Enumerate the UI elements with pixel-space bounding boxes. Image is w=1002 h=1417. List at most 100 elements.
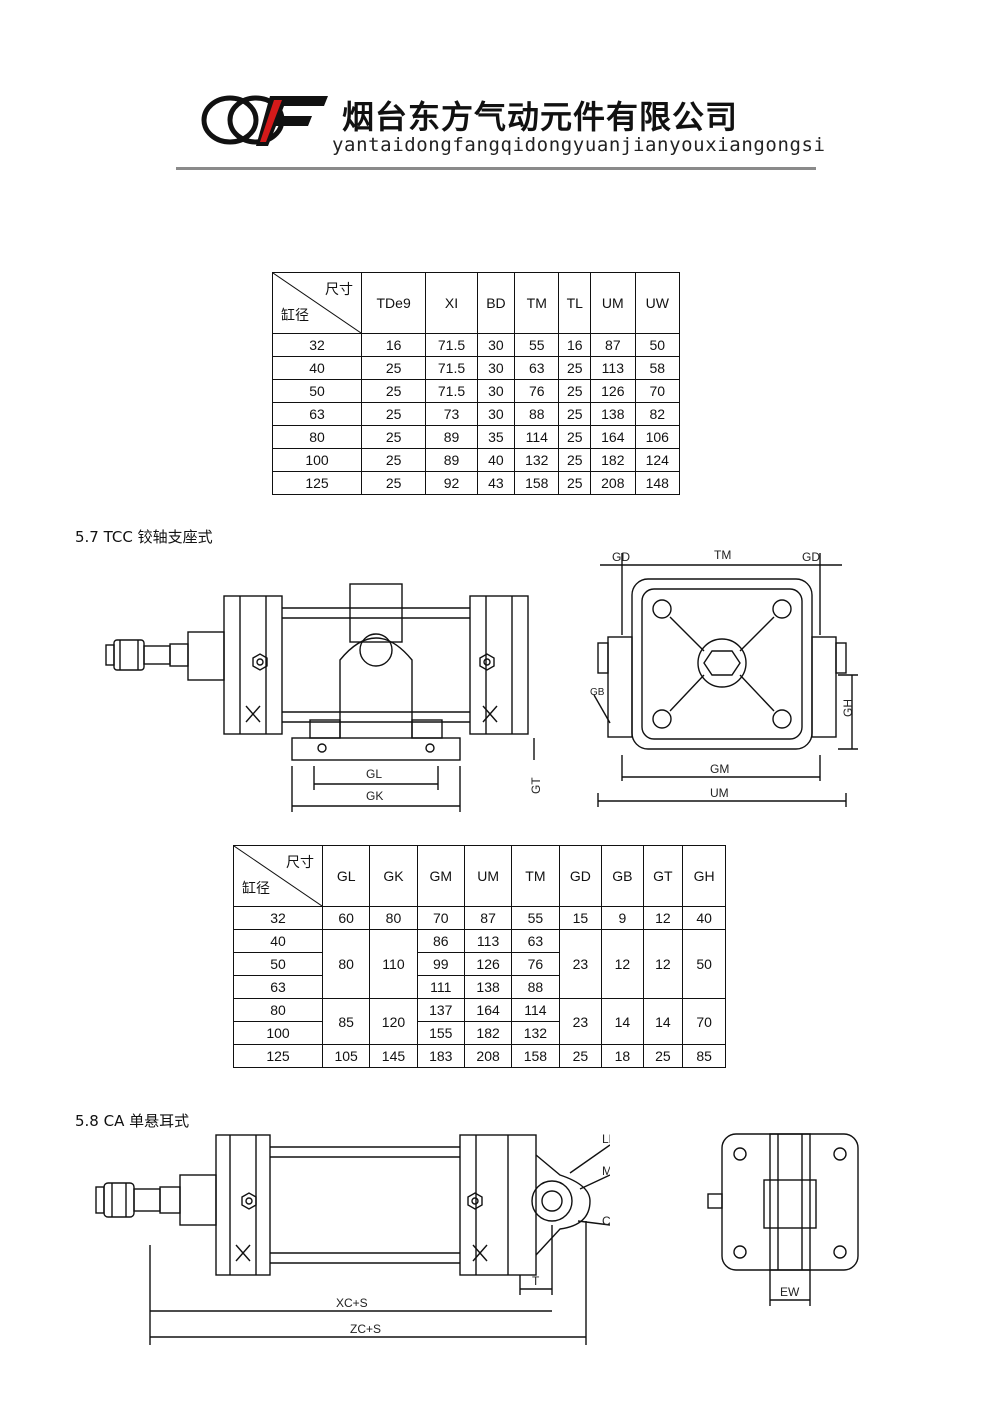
tcc-side-view-drawing: GL GK GT [105,583,543,812]
table2-cell: 105 [321,1044,371,1068]
table1-cell: 124 [634,448,681,472]
table2-cell: 99 [416,952,465,976]
table1-col-header: XI [425,272,478,334]
table1-cell: 25 [558,379,592,403]
table2-cell: 85 [682,1044,726,1068]
table2-bore: 100 [233,1021,323,1045]
table1-cell: 208 [590,471,636,495]
ca-front-view-drawing: EW [707,1133,859,1306]
dim-label-cd: CD [602,1214,610,1228]
table1-cell: 182 [590,448,636,472]
table2-col-header: GT [642,845,684,907]
dim-label-mr: MR [602,1164,610,1178]
table1-cell: 16 [558,333,592,357]
table1-cell: 87 [590,333,636,357]
table2-col-header: GK [369,845,418,907]
table1-cell: 25 [360,425,427,449]
table2-col-header: UM [463,845,513,907]
table1-cell: 43 [476,471,516,495]
table1-col-header: TM [514,272,560,334]
table2-cell: 138 [463,975,513,999]
table2-cell: 18 [601,1044,644,1068]
table2-cell: 110 [369,929,418,999]
dim-label-um: UM [710,786,729,800]
table1-cell: 70 [634,379,681,403]
table1-corner-bottom: 缸径 [281,308,309,324]
table1-cell: 25 [558,402,592,426]
table1-cell: 71.5 [425,333,478,357]
table1-bore: 80 [272,425,362,449]
table1-cell: 25 [558,471,592,495]
table1-cell: 30 [476,379,516,403]
table2-cell: 80 [369,906,418,930]
table2-cell: 14 [642,998,684,1045]
tcc-front-view-drawing: GD TM GD GB GH GM UM [590,548,858,807]
table2-cell: 12 [601,929,644,999]
table2-cell: 55 [511,906,560,930]
table1-cell: 89 [425,425,478,449]
table1-cell: 158 [514,471,560,495]
section-5-8-title: 5.8 CA 单悬耳式 [75,1112,190,1130]
dim-label-gd-left: GD [612,550,630,564]
table2-bore: 125 [233,1044,323,1068]
table1-cell: 138 [590,402,636,426]
table1-cell: 71.5 [425,379,478,403]
table1-cell: 126 [590,379,636,403]
table2-col-header: GD [558,845,603,907]
dim-label-xcs: XC+S [336,1296,368,1310]
dimension-table-2: 尺寸 缸径 GL GK GM UM TM GD GB GT GH 32 60 8… [233,845,726,1068]
table2-cell: 70 [682,998,726,1045]
table2-cell: 60 [321,906,371,930]
dim-label-t: T [532,1274,540,1288]
table1-cell: 71.5 [425,356,478,380]
diagonal-line [273,273,361,333]
table2-bore: 40 [233,929,323,953]
table2-cell: 164 [463,998,513,1022]
dim-label-gt: GT [529,777,543,794]
table2-cell: 40 [682,906,726,930]
table2-cell: 70 [416,906,465,930]
dim-label-lr: LR [602,1132,610,1146]
table1-bore: 50 [272,379,362,403]
table1-bore: 32 [272,333,362,357]
table2-corner-top: 尺寸 [286,855,314,871]
table2-cell: 9 [601,906,644,930]
table2-cell: 80 [321,929,371,999]
table2-cell: 12 [642,929,684,999]
dim-label-gm: GM [710,762,729,776]
diagonal-line [234,846,322,906]
table2-col-header: GH [682,845,726,907]
table2-cell: 23 [558,998,603,1045]
table2-cell: 114 [511,998,560,1022]
table2-cell: 50 [682,929,726,999]
table1-corner-cell: 尺寸 缸径 [272,272,362,334]
table2-corner-bottom: 缸径 [242,881,270,897]
table1-cell: 132 [514,448,560,472]
table2-cell: 111 [416,975,465,999]
table2-bore: 32 [233,906,323,930]
table1-cell: 89 [425,448,478,472]
table2-cell: 15 [558,906,603,930]
table1-bore: 125 [272,471,362,495]
table2-cell: 88 [511,975,560,999]
table2-cell: 126 [463,952,513,976]
table1-cell: 73 [425,402,478,426]
table2-cell: 85 [321,998,371,1045]
table1-cell: 113 [590,356,636,380]
table1-cell: 16 [360,333,427,357]
table2-cell: 86 [416,929,465,953]
table2-cell: 25 [642,1044,684,1068]
table1-cell: 30 [476,402,516,426]
table2-cell: 182 [463,1021,513,1045]
table1-cell: 40 [476,448,516,472]
dim-label-tm: TM [714,548,731,562]
table1-bore: 40 [272,356,362,380]
table2-cell: 183 [416,1044,465,1068]
